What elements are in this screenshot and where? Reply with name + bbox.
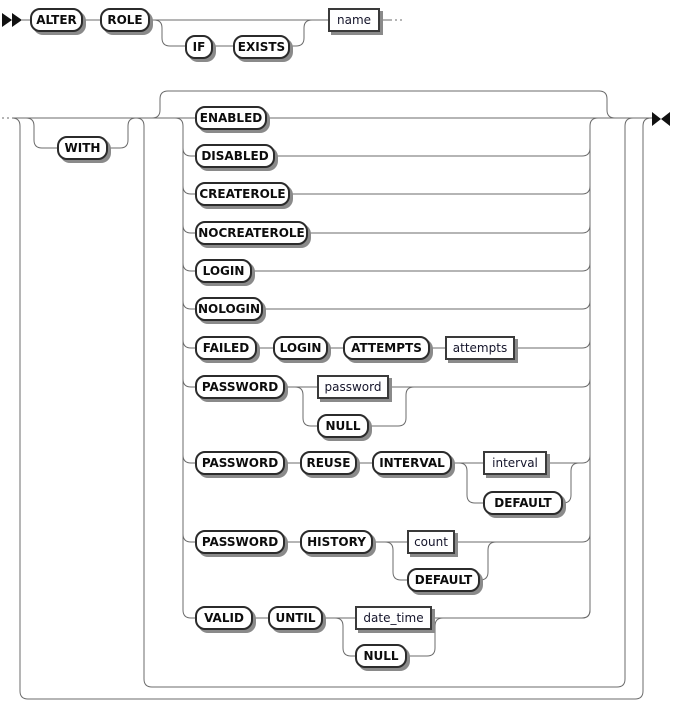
rail-outer-bypass <box>11 117 652 700</box>
keyword-failed-login: LOGIN <box>273 336 328 360</box>
keyword-interval: INTERVAL <box>372 451 452 475</box>
end-arrow-icon <box>652 112 670 126</box>
keyword-failed: FAILED <box>195 336 257 360</box>
keyword-valid: VALID <box>195 606 253 630</box>
keyword-nocreaterole: NOCREATEROLE <box>195 221 308 245</box>
keyword-login: LOGIN <box>195 259 252 283</box>
rail-merge <box>581 117 599 619</box>
keyword-role: ROLE <box>100 8 150 32</box>
variable-date-time: date_time <box>355 606 432 630</box>
keyword-default-1: DEFAULT <box>483 491 563 515</box>
keyword-enabled: ENABLED <box>195 106 267 130</box>
variable-name: name <box>328 8 380 32</box>
variable-count: count <box>407 530 455 554</box>
rail-repeat-loop <box>135 117 634 688</box>
keyword-attempts: ATTEMPTS <box>343 336 430 360</box>
keyword-default-2: DEFAULT <box>407 568 480 592</box>
start-arrow-icon <box>2 13 22 27</box>
keyword-password-3: PASSWORD <box>195 530 285 554</box>
keyword-reuse: REUSE <box>300 451 357 475</box>
variable-interval: interval <box>483 451 547 475</box>
keyword-alter: ALTER <box>30 8 83 32</box>
keyword-disabled: DISABLED <box>195 144 275 168</box>
keyword-null-2: NULL <box>355 644 407 668</box>
rail-with-rejoin <box>108 117 137 149</box>
keyword-password-2: PASSWORD <box>195 451 285 475</box>
rail-with-branch <box>25 117 57 149</box>
keyword-until: UNTIL <box>268 606 323 630</box>
keyword-if: IF <box>185 35 213 59</box>
keyword-with: WITH <box>57 136 108 160</box>
keyword-nologin: NOLOGIN <box>195 297 263 321</box>
keyword-createrole: CREATEROLE <box>195 182 290 206</box>
rail-fanout <box>174 117 195 619</box>
keyword-exists: EXISTS <box>233 35 290 59</box>
rail-skip-line <box>151 90 616 119</box>
rail-if-exists-branch <box>153 19 185 47</box>
keyword-history: HISTORY <box>300 530 373 554</box>
rail-if-exists-rejoin <box>290 19 328 47</box>
keyword-null-1: NULL <box>317 414 369 438</box>
variable-password: password <box>317 375 389 399</box>
variable-attempts: attempts <box>445 336 515 360</box>
keyword-password-1: PASSWORD <box>195 375 285 399</box>
